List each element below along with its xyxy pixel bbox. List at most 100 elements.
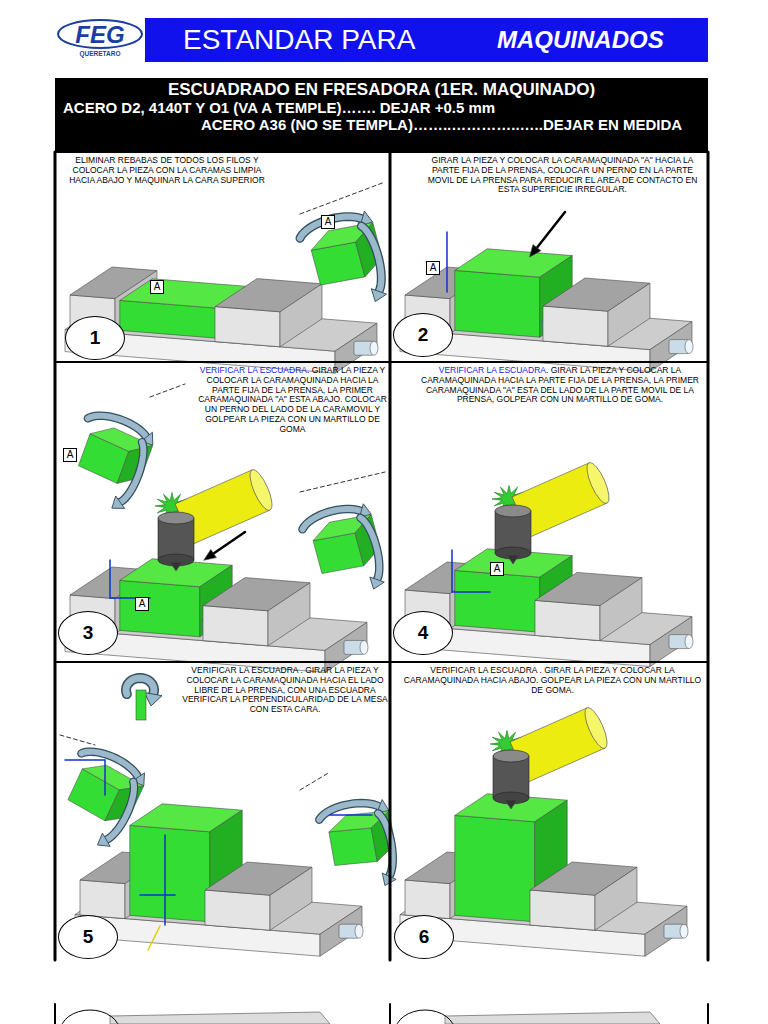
square-line <box>65 760 105 795</box>
vise-handle <box>680 924 688 938</box>
rotation-arrow <box>106 782 140 843</box>
vise-base <box>320 906 362 956</box>
rotation-arrow <box>106 782 140 843</box>
guide-line <box>300 182 385 214</box>
panel-border <box>54 1004 56 1024</box>
panel-border <box>389 1004 391 1024</box>
rotation-arrow <box>378 812 397 876</box>
company-logo: FEGQUERETARO <box>55 18 145 62</box>
step-circle: 4 <box>393 611 453 655</box>
vise-base <box>445 1012 660 1024</box>
step-circle <box>395 1010 455 1024</box>
face-label: A <box>426 261 441 275</box>
step-panel: 1ELIMINAR REBABAS DE TODOS LOS FILOS Y C… <box>55 152 390 362</box>
step-panel: 4 VERIFICAR LA ESCUADRA. GIRAR LA PIEZA Y… <box>390 362 708 662</box>
workpiece <box>455 570 540 632</box>
material-note: ACERO A36 (NO SE TEMPLA)……..…………..…..DEJ… <box>55 116 708 133</box>
material-note: ACERO D2, 4140T Y O1 (VA A TEMPLE)……. DE… <box>55 99 708 116</box>
step-number: 5 <box>83 926 94 948</box>
step-panel: 3 VERIFICAR LA ESCUADRA. GIRAR LA PIEZA Y… <box>55 362 390 662</box>
rotation-arrow <box>144 693 162 706</box>
vise-base <box>110 1012 330 1024</box>
movable-jaw <box>595 867 637 930</box>
floating-piece <box>49 744 149 852</box>
spindle <box>246 467 277 513</box>
floating-piece <box>136 690 146 720</box>
instruction-block: VERIFICAR LA ESCUADRA . GIRAR LA PIEZA Y… <box>180 666 390 715</box>
square-line <box>164 835 166 925</box>
vise-handle <box>685 340 693 354</box>
face-label: A <box>150 280 165 294</box>
instruction-block: GIRAR LA PIEZA Y COLOCAR LA CARAMAQUINAD… <box>425 156 700 195</box>
rotation-arrow <box>97 833 114 850</box>
instruction-block: VERIFICAR LA ESCUADRA . GIRAR LA PIEZA Y… <box>400 666 705 695</box>
workpiece <box>455 815 535 921</box>
verify-note: VERIFICAR LA ESCUADRA <box>439 365 546 375</box>
logo-text: FEG <box>75 23 124 47</box>
rotation-arrow <box>360 516 384 580</box>
rotation-arrow <box>370 574 385 590</box>
movable-jaw <box>543 306 608 346</box>
fixed-jaw <box>405 880 450 919</box>
rotation-arrow <box>361 224 387 291</box>
end-mill <box>495 505 531 517</box>
step-number: 6 <box>419 926 430 948</box>
panel-border <box>707 152 710 960</box>
panel-border <box>54 152 57 960</box>
panel-border <box>55 361 708 363</box>
movable-jaw <box>215 307 280 347</box>
panels-art <box>49 20 708 1024</box>
guide-line <box>60 735 95 745</box>
panel-border <box>55 661 708 663</box>
step-panel: 2 GIRAR LA PIEZA Y COLOCAR LA CARAMAQUINA… <box>390 152 708 362</box>
step-number: 3 <box>83 622 94 644</box>
movable-jaw <box>608 283 650 346</box>
end-mill <box>505 800 517 809</box>
floating-piece <box>62 409 157 514</box>
square-line <box>330 814 372 816</box>
guide-line <box>300 772 330 790</box>
end-mill <box>507 555 519 564</box>
rotation-arrow <box>120 442 149 505</box>
instruction-text: ELIMINAR REBABAS DE TODOS LOS FILOS Y CO… <box>69 155 265 185</box>
movable-jaw <box>280 284 322 347</box>
vise-base <box>325 622 367 672</box>
step-panel: 6 VERIFICAR LA ESCUADRA . GIRAR LA PIEZA … <box>390 662 708 960</box>
step-number: 2 <box>418 324 429 346</box>
end-mill <box>170 562 182 571</box>
rotation-arrow <box>120 442 149 505</box>
movable-jaw <box>203 606 268 646</box>
rotation-arrow <box>361 224 387 291</box>
rotation-arrow <box>111 496 127 512</box>
vise-base <box>650 322 692 372</box>
workpiece <box>120 580 200 636</box>
step-circle <box>60 1010 120 1024</box>
square-line <box>446 232 448 292</box>
vise-handle <box>685 635 693 649</box>
instruction-text: GIRAR LA PIEZA Y COLOCAR LA CARAMAQUINAD… <box>428 155 698 194</box>
rotation-arrow <box>360 516 384 580</box>
verify-note: VERIFICAR LA ESCUADRA <box>200 365 307 375</box>
workpiece <box>130 825 210 921</box>
face-label: A <box>490 562 505 576</box>
step-circle: 6 <box>394 915 454 959</box>
guide-line <box>150 384 185 397</box>
instruction-block: VERIFICAR LA ESCUADRA. GIRAR LA PIEZA Y … <box>420 366 700 405</box>
step-number: 4 <box>418 622 429 644</box>
pointer-arrow <box>204 549 217 560</box>
vise-handle <box>355 924 363 938</box>
movable-jaw <box>535 600 600 640</box>
instruction-text: VERIFICAR LA ESCUADRA . GIRAR LA PIEZA Y… <box>404 665 701 695</box>
vise-base <box>645 906 687 956</box>
square-line <box>110 560 150 598</box>
header-title: ESTANDAR PARA <box>183 24 415 56</box>
header-title: MAQUINADOS <box>497 26 664 54</box>
vise-base <box>650 617 692 667</box>
instruction-block: ELIMINAR REBABAS DE TODOS LOS FILOS Y CO… <box>62 156 272 185</box>
rotation-arrow <box>378 812 397 876</box>
vise-handle <box>370 341 378 355</box>
floating-piece <box>300 501 390 602</box>
instruction-block: VERIFICAR LA ESCUADRA. GIRAR LA PIEZA Y … <box>195 366 390 434</box>
